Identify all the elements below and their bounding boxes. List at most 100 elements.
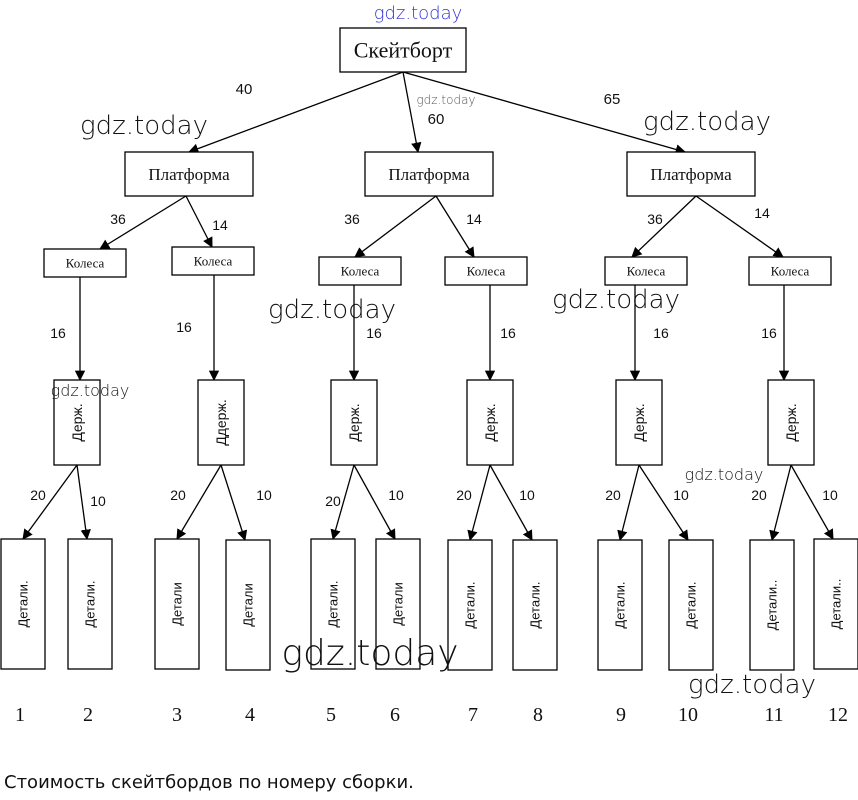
details-node: Детали. bbox=[597, 539, 643, 671]
wheels-node-frame bbox=[318, 256, 402, 286]
holder-node-frame bbox=[767, 379, 815, 466]
details-node-label: Детали. bbox=[684, 581, 699, 628]
edge-label-holder: 16 bbox=[50, 325, 66, 341]
edge-platform-to-wheels bbox=[354, 195, 437, 258]
platform-node-frame bbox=[626, 151, 756, 197]
details-node-frame bbox=[813, 538, 858, 670]
wheels-node-label: Колеса bbox=[771, 264, 810, 279]
edge-root-to-platform bbox=[402, 71, 422, 154]
holder-node: Держ. bbox=[767, 379, 815, 466]
assembly-number: 4 bbox=[245, 704, 255, 726]
edge-holder-to-details bbox=[22, 464, 78, 540]
holder-node-label: Держ. bbox=[482, 403, 498, 441]
assembly-number: 3 bbox=[172, 704, 182, 726]
edge-label-platform: 60 bbox=[428, 111, 445, 128]
details-node-frame bbox=[310, 538, 356, 670]
wheels-node-frame bbox=[604, 256, 688, 286]
details-node-label: Детали bbox=[170, 582, 185, 626]
edge-label-wheels: 14 bbox=[212, 217, 228, 233]
watermark-text: gdz.today bbox=[268, 295, 396, 325]
details-node-frame bbox=[375, 538, 421, 670]
wheels-node: Колеса bbox=[444, 256, 528, 286]
watermark-text: gdz.today bbox=[643, 107, 771, 137]
wheels-node-frame bbox=[748, 256, 832, 286]
details-node: Детали. bbox=[447, 539, 493, 671]
details-node-frame bbox=[512, 539, 558, 671]
wheels-node-frame bbox=[171, 246, 255, 276]
edge-label-holder: 16 bbox=[761, 325, 777, 341]
details-node-frame bbox=[447, 539, 493, 671]
watermarks-layer: gdz.today gdz.today gdz.today gdz.today gdz.… bbox=[51, 3, 816, 700]
edge-label-wheels: 14 bbox=[466, 211, 482, 227]
holder-node-label: Ддерж. bbox=[213, 399, 229, 445]
edge-label-details: 10 bbox=[90, 493, 106, 509]
holder-node-label: Держ. bbox=[69, 403, 85, 441]
details-node: Детали bbox=[375, 538, 421, 670]
edge-label-details: 20 bbox=[605, 487, 621, 503]
platform-node-label: Платформа bbox=[148, 165, 230, 184]
edge-label-details: 20 bbox=[30, 487, 46, 503]
edge-label-wheels: 14 bbox=[754, 205, 770, 221]
details-node: Детали. bbox=[310, 538, 356, 670]
details-node-label: Детали.. bbox=[829, 579, 844, 630]
platform-node-label: Платформа bbox=[388, 165, 470, 184]
watermark-text: gdz.today bbox=[416, 93, 475, 107]
details-node-label: Детали. bbox=[613, 581, 628, 628]
edge-label-details: 10 bbox=[822, 487, 838, 503]
edge-label-wheels: 36 bbox=[647, 211, 663, 227]
holder-node-label: Держ. bbox=[346, 403, 362, 441]
edge-label-platform: 65 bbox=[604, 91, 621, 108]
details-node-label: Детали. bbox=[528, 581, 543, 628]
holder-node: Держ. bbox=[466, 379, 514, 466]
platform-node-frame bbox=[364, 151, 494, 197]
details-node-frame bbox=[67, 538, 113, 670]
watermark-text: gdz.today bbox=[281, 633, 458, 674]
edge-platform-to-wheels bbox=[631, 195, 697, 258]
edge-label-holder: 16 bbox=[653, 325, 669, 341]
assembly-number: 7 bbox=[468, 704, 478, 726]
watermark-text: gdz.today bbox=[51, 381, 130, 400]
holder-node-frame bbox=[615, 379, 663, 466]
details-node-label: Детали. bbox=[83, 580, 98, 627]
holder-node: Держ. bbox=[53, 379, 101, 466]
edge-platform-to-wheels bbox=[99, 195, 187, 250]
edge-label-wheels: 36 bbox=[344, 211, 360, 227]
edge-holder-to-details bbox=[330, 464, 355, 541]
edge-label-details: 10 bbox=[673, 487, 689, 503]
edge-holder-to-details bbox=[76, 464, 91, 541]
holder-node-label: Держ. bbox=[783, 403, 799, 441]
watermark-text: gdz.today bbox=[688, 670, 816, 700]
wheels-node-label: Колеса bbox=[341, 264, 380, 279]
details-node-frame bbox=[749, 539, 795, 671]
platform-node: Платформа bbox=[364, 151, 494, 197]
details-node: Детали. bbox=[668, 539, 714, 671]
edge-holder-to-details bbox=[220, 464, 248, 541]
details-node-frame bbox=[154, 538, 200, 670]
assembly-number: 9 bbox=[616, 704, 626, 726]
holder-node-frame bbox=[197, 379, 245, 466]
wheels-node-frame bbox=[43, 248, 127, 278]
edge-holder-to-details bbox=[617, 464, 640, 542]
assembly-number: 11 bbox=[764, 704, 783, 726]
details-node-frame bbox=[597, 539, 643, 671]
assembly-number: 5 bbox=[326, 704, 336, 726]
platform-node: Платформа bbox=[626, 151, 756, 197]
edge-holder-to-details bbox=[489, 464, 533, 541]
wheels-node: Колеса bbox=[748, 256, 832, 286]
root-node-skateboard-label: Скейтборт bbox=[354, 38, 453, 63]
wheels-node-frame bbox=[444, 256, 528, 286]
holder-node: Держ. bbox=[330, 379, 378, 466]
assembly-number: 8 bbox=[533, 704, 543, 726]
details-node: Детали.. bbox=[813, 538, 858, 670]
details-node-label: Детали bbox=[241, 583, 256, 627]
assembly-number: 2 bbox=[83, 704, 93, 726]
holder-node: Ддерж. bbox=[197, 379, 245, 466]
edge-label-platform: 40 bbox=[236, 81, 253, 98]
edges-layer bbox=[22, 71, 834, 542]
edge-holder-to-details bbox=[353, 464, 396, 540]
edge-root-to-platform bbox=[188, 71, 404, 154]
assembly-number: 1 bbox=[15, 704, 25, 726]
edge-label-holder: 16 bbox=[366, 325, 382, 341]
